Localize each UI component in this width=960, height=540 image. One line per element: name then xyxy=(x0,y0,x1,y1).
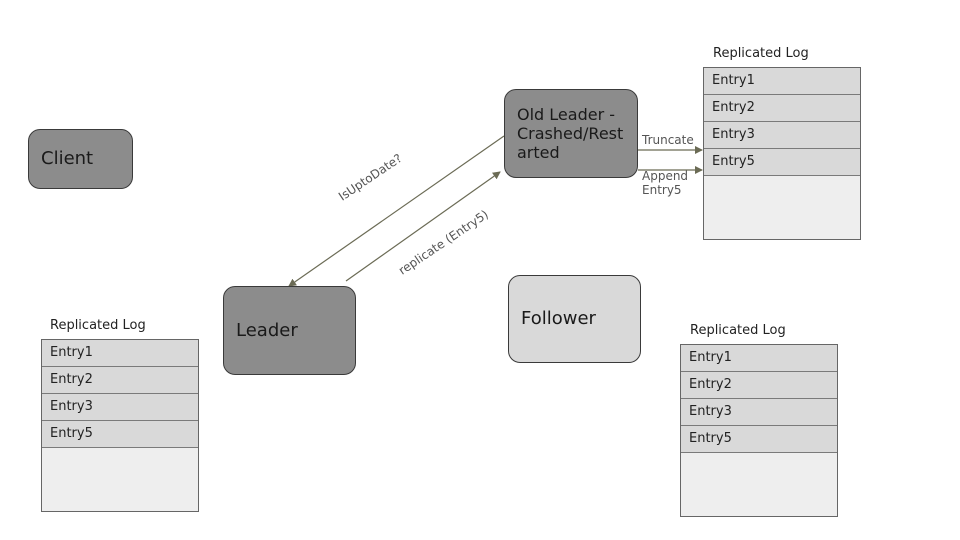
log-entry: Entry1 xyxy=(704,68,860,95)
old-leader-label: Old Leader - Crashed/Rest arted xyxy=(517,104,624,163)
log-entry: Entry5 xyxy=(42,421,198,448)
leader-log-title: Replicated Log xyxy=(50,318,146,333)
old-leader-log-title: Replicated Log xyxy=(713,46,809,61)
log-entry: Entry2 xyxy=(42,367,198,394)
leader-label: Leader xyxy=(236,319,298,341)
log-entry: Entry3 xyxy=(681,399,837,426)
log-entry: Entry5 xyxy=(704,149,860,176)
log-entry: Entry1 xyxy=(681,345,837,372)
log-entry: Entry5 xyxy=(681,426,837,453)
old-leader-node: Old Leader - Crashed/Rest arted xyxy=(504,89,638,178)
replicate-arrow xyxy=(345,171,501,282)
log-entry: Entry3 xyxy=(42,394,198,421)
follower-log-table: Entry1 Entry2 Entry3 Entry5 xyxy=(680,344,838,517)
log-entry: Entry2 xyxy=(704,95,860,122)
old-leader-log-table: Entry1 Entry2 Entry3 Entry5 xyxy=(703,67,861,240)
log-entry: Entry1 xyxy=(42,340,198,367)
is-up-to-date-arrow xyxy=(288,135,505,287)
log-entry: Entry2 xyxy=(681,372,837,399)
follower-log-title: Replicated Log xyxy=(690,323,786,338)
follower-node: Follower xyxy=(508,275,641,363)
log-entry: Entry3 xyxy=(704,122,860,149)
client-label: Client xyxy=(41,148,94,170)
client-node: Client xyxy=(28,129,133,189)
follower-label: Follower xyxy=(521,308,596,330)
append-label: Append Entry5 xyxy=(642,169,689,197)
truncate-label: Truncate xyxy=(642,133,694,147)
leader-node: Leader xyxy=(223,286,356,375)
leader-log-table: Entry1 Entry2 Entry3 Entry5 xyxy=(41,339,199,512)
